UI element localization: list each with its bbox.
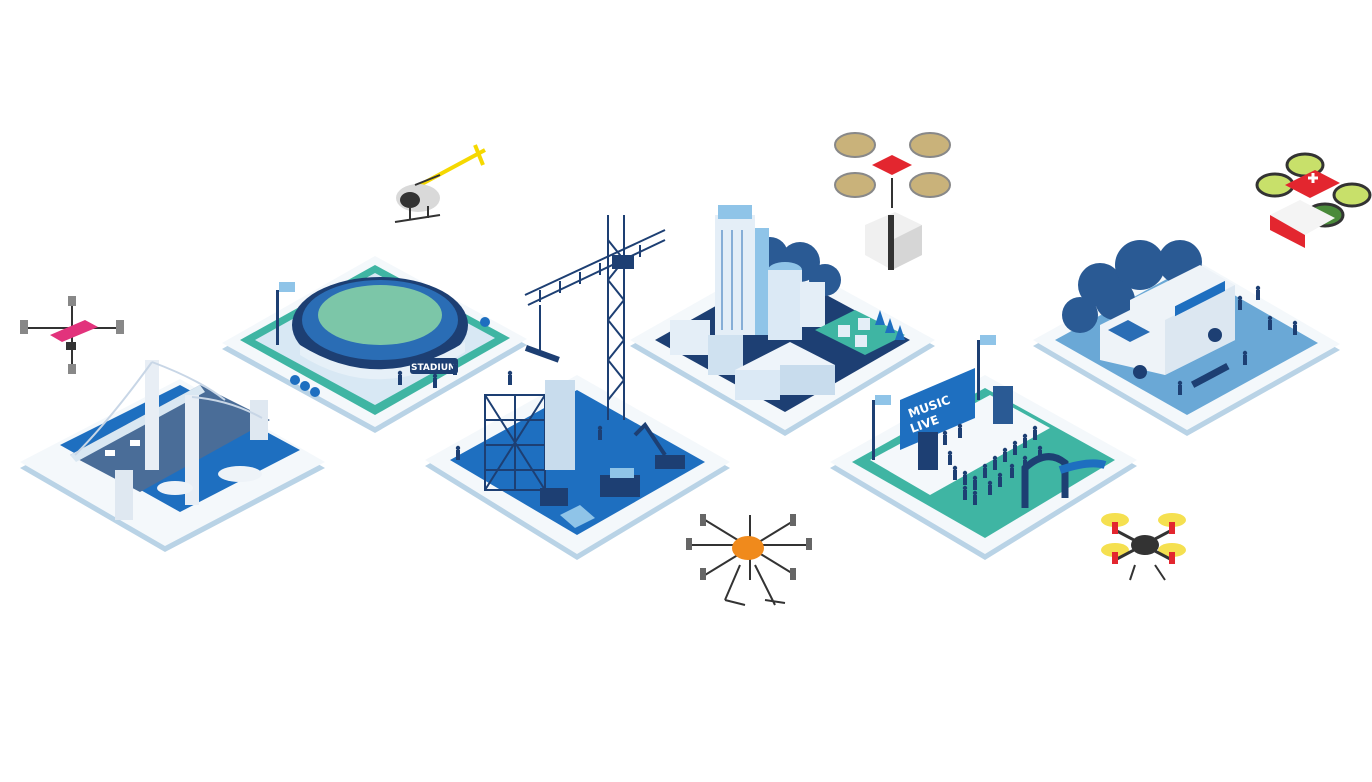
flag <box>980 335 996 345</box>
flag-pole <box>276 290 279 345</box>
bulldozer <box>540 488 568 506</box>
excavator <box>633 421 685 469</box>
truck <box>600 468 640 497</box>
city-tile <box>630 205 935 436</box>
trees <box>1062 240 1202 333</box>
bridge-deck <box>70 385 270 492</box>
skyscraper <box>715 215 755 335</box>
octocopter-drone <box>686 514 812 606</box>
music-festival-tile: MUSIC LIVE <box>830 335 1137 560</box>
flag-pole <box>872 400 875 460</box>
speaker <box>993 386 1013 424</box>
stadium-sign-board <box>410 358 458 374</box>
bridge-tower <box>145 360 159 470</box>
stretcher <box>1190 362 1230 388</box>
speaker <box>918 432 938 470</box>
medical-box <box>1270 200 1335 235</box>
construction-tile <box>425 215 730 560</box>
helicopter <box>394 144 486 223</box>
stage-screen <box>900 368 975 450</box>
bridge-tower <box>185 395 199 505</box>
stadium-sign: STADIUM <box>411 363 457 373</box>
boat <box>218 466 262 482</box>
boat <box>157 481 193 495</box>
park <box>815 310 905 355</box>
entrance-arch <box>1021 453 1069 508</box>
medical-drone <box>1255 152 1372 248</box>
bridge-tile <box>20 360 325 552</box>
material-pile <box>560 505 595 528</box>
tower-crane <box>524 215 666 420</box>
stadium-tile: STADIUM <box>222 256 527 433</box>
flag <box>279 282 295 292</box>
flag <box>875 395 891 405</box>
steel-beam <box>524 345 560 363</box>
football-pitch <box>318 285 442 345</box>
ambulance <box>1100 265 1235 379</box>
crane-cab <box>612 255 634 269</box>
yellow-quadcopter <box>1101 513 1186 581</box>
flag-pole <box>977 340 980 400</box>
delivery-drone <box>834 132 951 270</box>
pink-camera-drone <box>20 296 124 374</box>
ambulance-tile <box>1033 240 1340 436</box>
